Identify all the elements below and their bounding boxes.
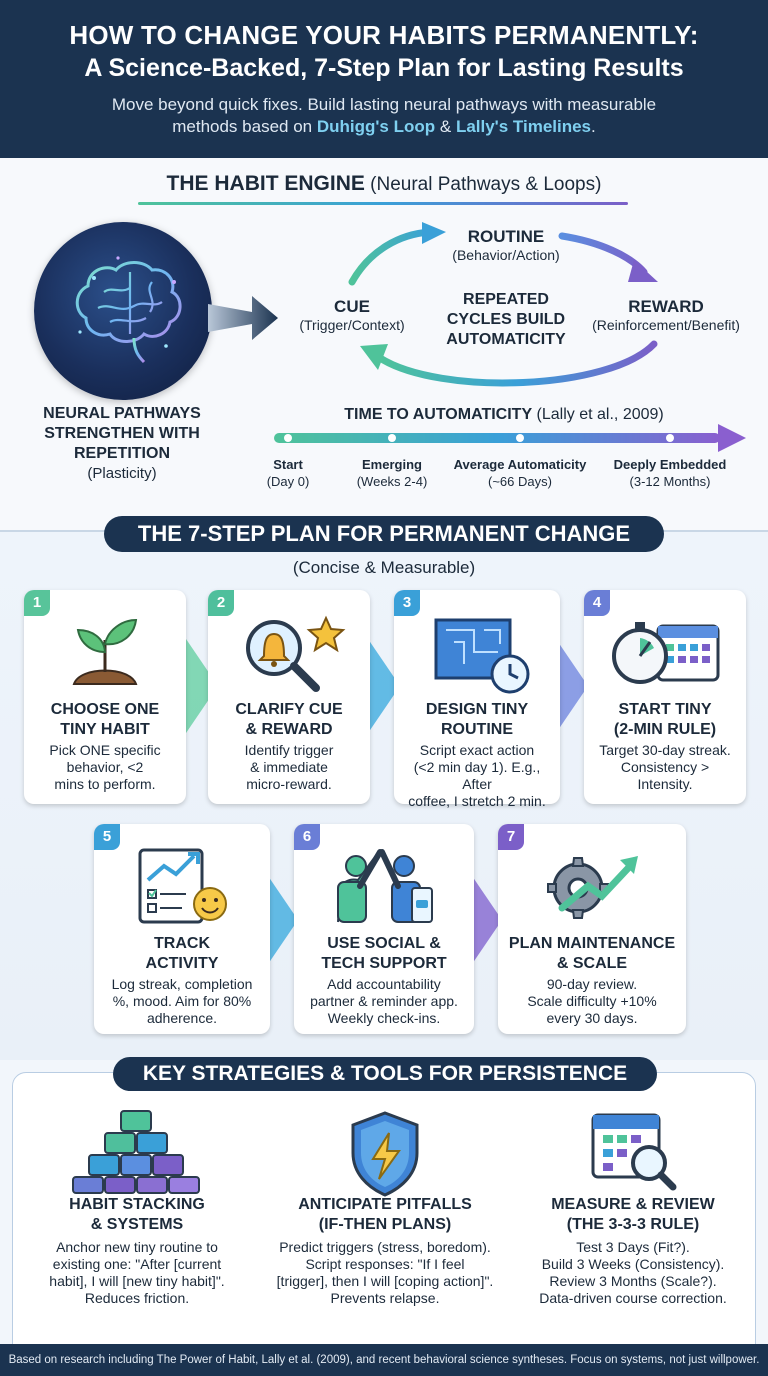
header: HOW TO CHANGE YOUR HABITS PERMANENTLY: A…: [0, 0, 768, 158]
title-underline: [138, 202, 628, 205]
step-card-2: 2 CLARIFY CUE& REWARD Identify trigger& …: [208, 590, 370, 804]
habit-loop-diagram: [348, 222, 658, 387]
timeline-tick-average: Average Automaticity(~66 Days): [453, 457, 587, 489]
intro-text: Move beyond quick fixes. Build lasting n…: [111, 95, 657, 136]
stopwatch-calendar-icon: [612, 622, 720, 684]
automaticity-timeline: [274, 424, 746, 452]
strategy-anticipate-pitfalls: ANTICIPATE PITFALLS(IF-THEN PLANS) Predi…: [261, 1073, 509, 1353]
timeline-tick-start: Start(Day 0): [266, 457, 310, 489]
plan-subtitle: (Concise & Measurable): [292, 558, 476, 577]
step-number: 6: [294, 824, 320, 850]
cue-label: CUE(Trigger/Context): [299, 297, 405, 334]
reward-label: REWARD(Reinforcement/Benefit): [592, 297, 740, 334]
magnifier-bell-icon: [246, 615, 346, 692]
page-title: HOW TO CHANGE YOUR HABITS PERMANENTLY:: [69, 20, 699, 50]
footer-note: Based on research including The Power of…: [0, 1344, 768, 1376]
step-card-6: 6 USE SOCIAL &TECH SUPPORT Add accountab…: [294, 824, 474, 1034]
timeline-tick-emerging: Emerging(Weeks 2-4): [356, 457, 428, 489]
strategy-habit-stacking: HABIT STACKING& SYSTEMS Anchor new tiny …: [13, 1073, 261, 1353]
plan-title: THE 7-STEP PLAN FOR PERMANENT CHANGE: [104, 516, 664, 552]
loop-center-text: REPEATED CYCLES BUILD AUTOMATICITY: [446, 291, 566, 348]
chevron-right-icon: [554, 636, 588, 736]
seven-step-plan-section: THE 7-STEP PLAN FOR PERMANENT CHANGE (Co…: [0, 516, 768, 1060]
high-five-icon: [337, 849, 433, 923]
step-number: 2: [208, 590, 234, 616]
stacked-blocks-icon: [72, 1110, 200, 1194]
step-number: 7: [498, 824, 524, 850]
lally-highlight: Lally's Timelines: [455, 117, 592, 136]
gear-growth-icon: [547, 856, 638, 919]
neural-pathways-caption: NEURAL PATHWAYS STRENGTHEN WITH REPETITI…: [43, 405, 201, 482]
duhigg-highlight: Duhigg's Loop: [316, 117, 436, 136]
tracking-chart-icon: [138, 848, 227, 924]
step-number: 3: [394, 590, 420, 616]
brain-icon: [34, 222, 212, 400]
page-subtitle: A Science-Backed, 7-Step Plan for Lastin…: [84, 54, 684, 82]
chevron-right-icon: [468, 870, 502, 970]
chevron-right-icon: [264, 870, 298, 970]
sprout-icon: [72, 618, 138, 685]
strategy-measure-review: MEASURE & REVIEW(THE 3-3-3 RULE) Test 3 …: [509, 1073, 757, 1353]
step-number: 5: [94, 824, 120, 850]
step-number: 1: [24, 590, 50, 616]
routine-label: ROUTINE(Behavior/Action): [452, 227, 560, 264]
strategies-panel: KEY STRATEGIES & TOOLS FOR PERSISTENCE H…: [12, 1057, 757, 1362]
blueprint-clock-icon: [434, 618, 530, 694]
chevron-right-icon: [366, 636, 400, 736]
habit-engine-section: THE HABIT ENGINE (Neural Pathways & Loop…: [0, 158, 768, 530]
shield-bolt-icon: [351, 1111, 419, 1197]
engine-title: THE HABIT ENGINE (Neural Pathways & Loop…: [166, 172, 602, 195]
step-card-4: 4 START TINY(2-MIN RULE) Target 30-day s…: [584, 590, 746, 804]
strategies-title: KEY STRATEGIES & TOOLS FOR PERSISTENCE: [113, 1057, 657, 1091]
calendar-magnifier-icon: [591, 1113, 677, 1191]
timeline-tick-embedded: Deeply Embedded(3-12 Months): [613, 457, 727, 489]
step-number: 4: [584, 590, 610, 616]
timeline-title: TIME TO AUTOMATICITY (Lally et al., 2009…: [344, 406, 664, 423]
chevron-right-icon: [184, 636, 218, 736]
step-card-7: 7 PLAN MAINTENANCE& SCALE 90-day review.…: [498, 824, 686, 1034]
brain-to-loop-arrow: [208, 296, 278, 340]
